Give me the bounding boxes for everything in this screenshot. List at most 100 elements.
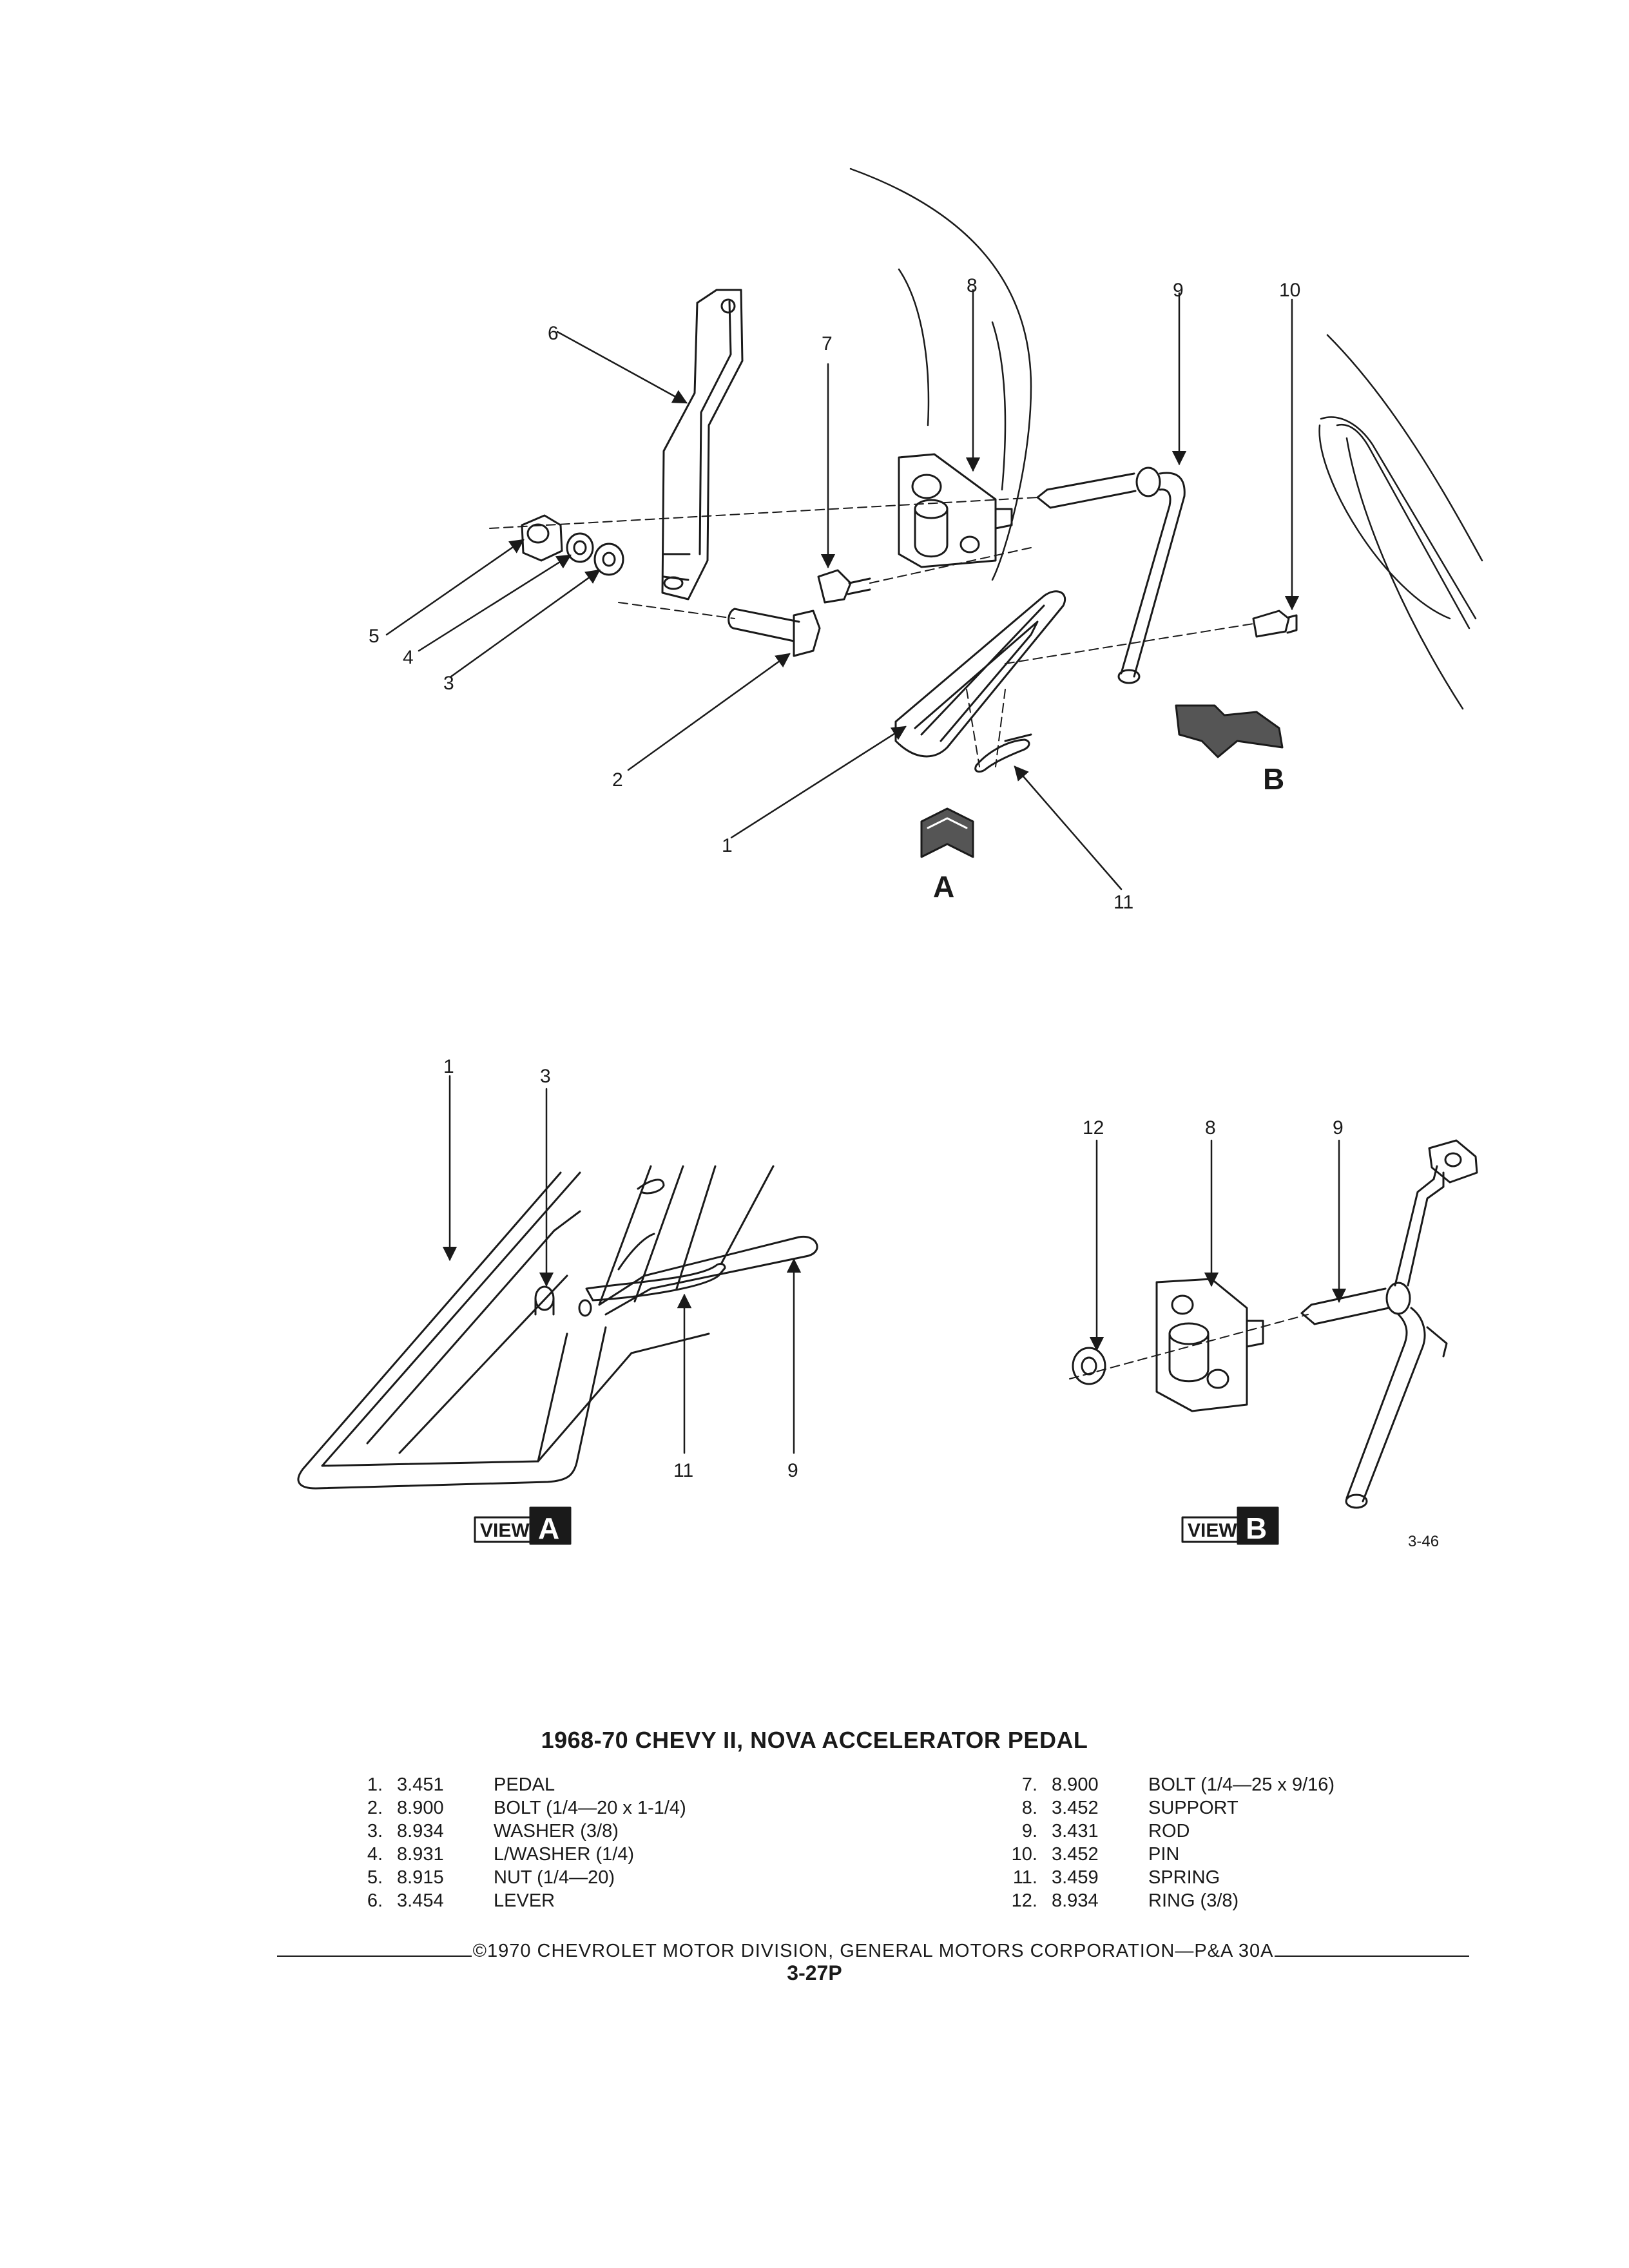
centerline-view-b bbox=[1069, 1314, 1309, 1379]
leaders-view-b bbox=[1089, 1139, 1347, 1352]
lever bbox=[661, 289, 744, 601]
parts-list-row: 7. 8.900 BOLT (1/4—25 x 9/16) bbox=[998, 1773, 1335, 1796]
part-code: 3.452 bbox=[1052, 1844, 1099, 1865]
part-description: PIN bbox=[1148, 1844, 1180, 1865]
view-marker-a-letter: A bbox=[933, 870, 954, 903]
view-b-callout-12: 12 bbox=[1083, 1117, 1104, 1139]
view-a-callout-3: 3 bbox=[540, 1066, 551, 1087]
part-description: WASHER (3/8) bbox=[494, 1821, 619, 1841]
part-code: 3.431 bbox=[1052, 1821, 1099, 1841]
callout-1: 1 bbox=[722, 835, 733, 856]
view-a-detail bbox=[297, 1165, 818, 1490]
view-b-word: VIEW bbox=[1188, 1520, 1237, 1541]
parts-list-row: 8. 3.452 SUPPORT bbox=[998, 1796, 1335, 1820]
part-number: 10. bbox=[1011, 1844, 1037, 1865]
nut bbox=[521, 514, 563, 562]
part-description: L/WASHER (1/4) bbox=[494, 1844, 635, 1865]
callout-labels-view-b: 12 8 9 bbox=[1083, 1117, 1344, 1139]
view-b-detail bbox=[1072, 1139, 1478, 1509]
view-a-label-box bbox=[474, 1506, 572, 1545]
view-a-callout-11: 11 bbox=[673, 1460, 693, 1481]
part-code: 8.900 bbox=[397, 1798, 444, 1818]
part-description: BOLT (1/4—25 x 9/16) bbox=[1148, 1774, 1335, 1795]
parts-list-row: 5. 8.915 NUT (1/4—20) bbox=[343, 1866, 686, 1889]
part-number: 4. bbox=[367, 1844, 383, 1865]
page-title: 1968-70 CHEVY II, NOVA ACCELERATOR PEDAL bbox=[541, 1727, 1088, 1753]
callout-11: 11 bbox=[1113, 892, 1133, 913]
part-number: 5. bbox=[367, 1867, 383, 1888]
part-code: 8.900 bbox=[1052, 1774, 1099, 1795]
callout-6: 6 bbox=[548, 323, 559, 344]
parts-list-right: 7. 8.900 BOLT (1/4—25 x 9/16) 8. 3.452 SUPPOR… bbox=[998, 1773, 1335, 1912]
figure-number: 3-46 bbox=[1408, 1533, 1439, 1550]
view-marker-b-letter: B bbox=[1263, 762, 1284, 796]
spring bbox=[974, 733, 1032, 773]
parts-list-row: 11. 3.459 SPRING bbox=[998, 1866, 1335, 1889]
part-number: 11. bbox=[1012, 1867, 1037, 1888]
bolt bbox=[728, 608, 821, 657]
small-bolt bbox=[817, 569, 871, 604]
parts-list-row: 3. 8.934 WASHER (3/8) bbox=[343, 1820, 686, 1843]
callout-labels-main: 6 7 8 9 10 5 4 3 2 1 11 bbox=[369, 275, 1300, 913]
lock-washer bbox=[566, 532, 594, 563]
view-a-word: VIEW bbox=[480, 1520, 530, 1541]
part-number: 2. bbox=[367, 1798, 383, 1818]
part-number: 6. bbox=[367, 1890, 383, 1911]
footer-text: ©1970 CHEVROLET MOTOR DIVISION, GENERAL … bbox=[472, 1941, 1274, 1961]
view-a-callout-1: 1 bbox=[443, 1056, 454, 1077]
firewall-outline bbox=[849, 168, 1483, 710]
copyright-footer: ©1970 CHEVROLET MOTOR DIVISION, GENERAL … bbox=[277, 1941, 1470, 1962]
callout-labels-view-a: 1 3 11 9 bbox=[443, 1056, 798, 1481]
view-b-callout-8: 8 bbox=[1205, 1117, 1216, 1139]
centerlines bbox=[489, 497, 1254, 767]
view-a-callout-9: 9 bbox=[787, 1460, 798, 1481]
part-number: 3. bbox=[367, 1821, 383, 1841]
part-description: SPRING bbox=[1148, 1867, 1220, 1888]
footer-rule-left bbox=[277, 1955, 472, 1957]
part-description: SUPPORT bbox=[1148, 1798, 1239, 1818]
part-number: 9. bbox=[1021, 1821, 1037, 1841]
support-bracket bbox=[898, 453, 1013, 568]
part-description: RING (3/8) bbox=[1148, 1890, 1239, 1911]
callout-2: 2 bbox=[612, 769, 623, 791]
callout-9: 9 bbox=[1173, 280, 1184, 301]
part-description: LEVER bbox=[494, 1890, 555, 1911]
callout-4: 4 bbox=[403, 647, 414, 668]
callout-8: 8 bbox=[967, 275, 978, 296]
parts-list-row: 10. 3.452 PIN bbox=[998, 1843, 1335, 1866]
parts-list-row: 9. 3.431 ROD bbox=[998, 1820, 1335, 1843]
part-description: PEDAL bbox=[494, 1774, 555, 1795]
part-code: 8.931 bbox=[397, 1844, 444, 1865]
part-code: 3.452 bbox=[1052, 1798, 1099, 1818]
callout-3: 3 bbox=[443, 673, 454, 694]
part-number: 8. bbox=[1021, 1798, 1037, 1818]
washer bbox=[593, 543, 624, 576]
part-code: 8.915 bbox=[397, 1867, 444, 1888]
view-a-letter: A bbox=[538, 1512, 559, 1545]
part-number: 12. bbox=[1011, 1890, 1037, 1911]
part-number: 7. bbox=[1021, 1774, 1037, 1795]
footer-rule-right bbox=[1275, 1955, 1470, 1957]
part-description: BOLT (1/4—20 x 1-1/4) bbox=[494, 1798, 686, 1818]
parts-list-row: 12. 8.934 RING (3/8) bbox=[998, 1889, 1335, 1912]
callout-10: 10 bbox=[1279, 280, 1300, 301]
rod bbox=[1036, 466, 1186, 684]
callout-5: 5 bbox=[369, 626, 380, 647]
part-description: ROD bbox=[1148, 1821, 1190, 1841]
part-code: 3.451 bbox=[397, 1774, 444, 1795]
page-number: 3-27P bbox=[787, 1961, 842, 1984]
part-code: 8.934 bbox=[397, 1821, 444, 1841]
part-code: 3.459 bbox=[1052, 1867, 1099, 1888]
pin bbox=[1252, 610, 1298, 638]
view-b-label-box bbox=[1181, 1506, 1279, 1545]
callout-7: 7 bbox=[822, 333, 833, 354]
part-code: 8.934 bbox=[1052, 1890, 1099, 1911]
view-b-letter: B bbox=[1246, 1512, 1267, 1545]
part-description: NUT (1/4—20) bbox=[494, 1867, 615, 1888]
view-b-callout-9: 9 bbox=[1333, 1117, 1344, 1139]
